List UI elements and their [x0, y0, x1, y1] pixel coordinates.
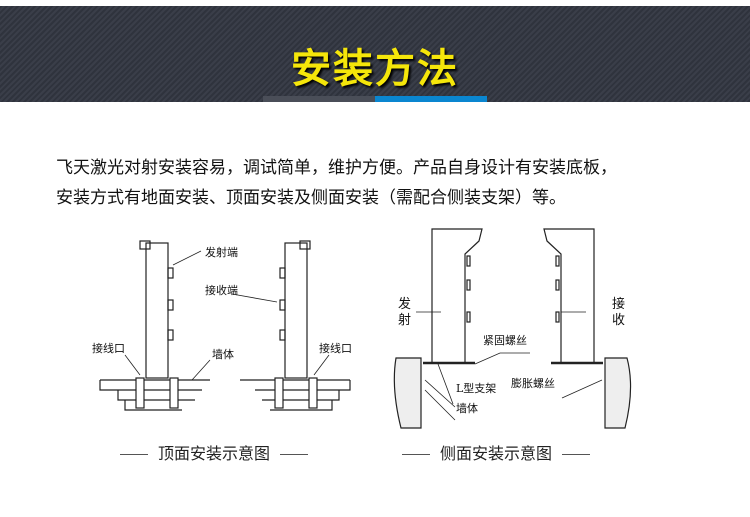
- label-bracket: L型支架: [456, 381, 496, 395]
- label-wall-side: 墙体: [456, 401, 478, 415]
- label-port-right: 接线口: [319, 341, 352, 355]
- side-mount-diagram: 发 射 接 收 紧固螺丝 L型支架 墙体 膨胀螺丝: [393, 228, 632, 429]
- top-mount-diagram: 发射端 接收端 接线口 接线口 墙体: [92, 240, 352, 411]
- label-emitter: 发射端: [205, 245, 238, 259]
- label-receiver: 接收端: [205, 283, 238, 297]
- description-line: 安装方式有地面安装、顶面安装及侧面安装（需配合侧装支架）等。: [56, 188, 566, 208]
- label-expansion: 膨胀螺丝: [511, 376, 555, 390]
- label-emit-1: 发: [398, 296, 411, 312]
- label-emit-2: 射: [398, 312, 411, 328]
- label-recv-2: 收: [612, 313, 625, 328]
- page-title: 安装方法: [291, 46, 459, 92]
- label-port-left: 接线口: [92, 341, 125, 355]
- caption-side-mount: 侧面安装示意图: [392, 440, 600, 464]
- title-underline-gray: [263, 96, 375, 102]
- label-screw: 紧固螺丝: [483, 334, 527, 347]
- label-recv-1: 接: [612, 296, 625, 312]
- label-wall: 墙体: [212, 347, 234, 361]
- caption-top-mount: 顶面安装示意图: [110, 440, 318, 464]
- description: 飞天激光对射安装容易，调试简单，维护方便。产品自身设计有安装底板， 安装方式有地…: [56, 153, 736, 213]
- title-underline-blue: [375, 96, 487, 102]
- description-line: 飞天激光对射安装容易，调试简单，维护方便。产品自身设计有安装底板，: [56, 158, 617, 178]
- header-banner: 安装方法: [0, 6, 750, 102]
